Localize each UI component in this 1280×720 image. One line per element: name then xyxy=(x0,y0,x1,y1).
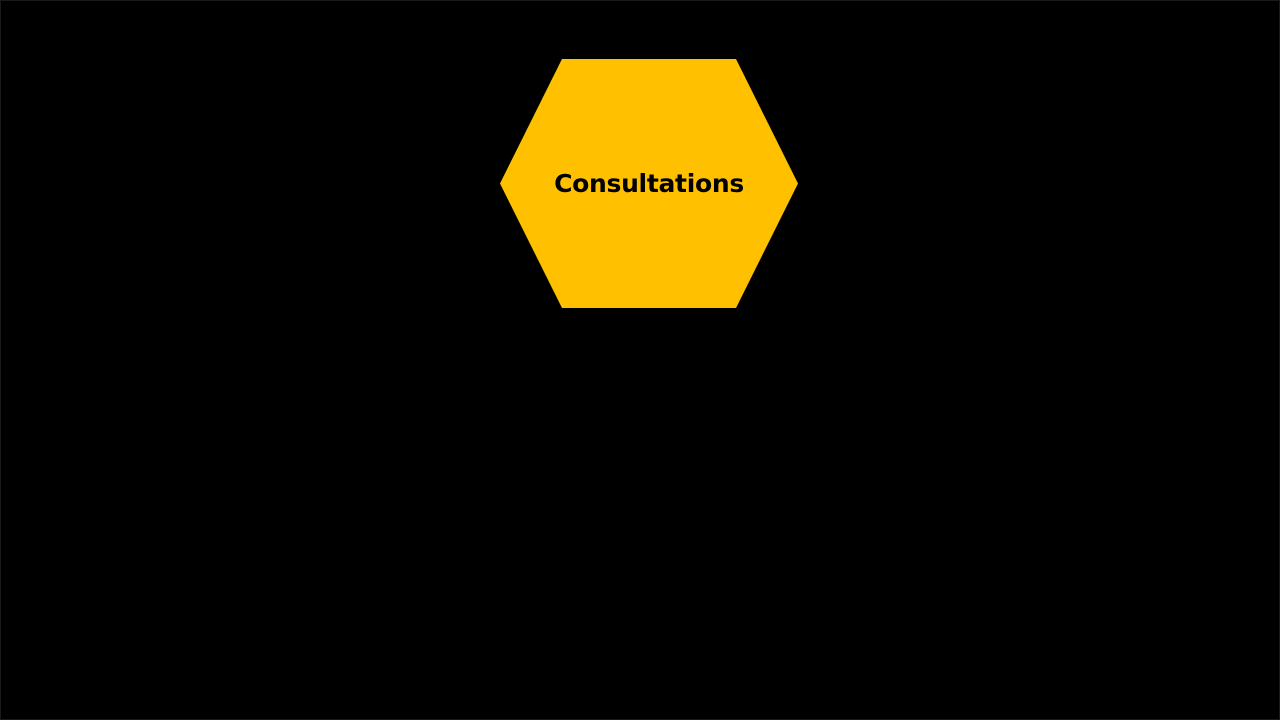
consultations-hexagon: Consultations xyxy=(500,59,798,308)
hexagon-label: Consultations xyxy=(554,169,744,198)
hexagon-shape xyxy=(500,59,798,308)
hexagon-polygon xyxy=(500,59,798,308)
